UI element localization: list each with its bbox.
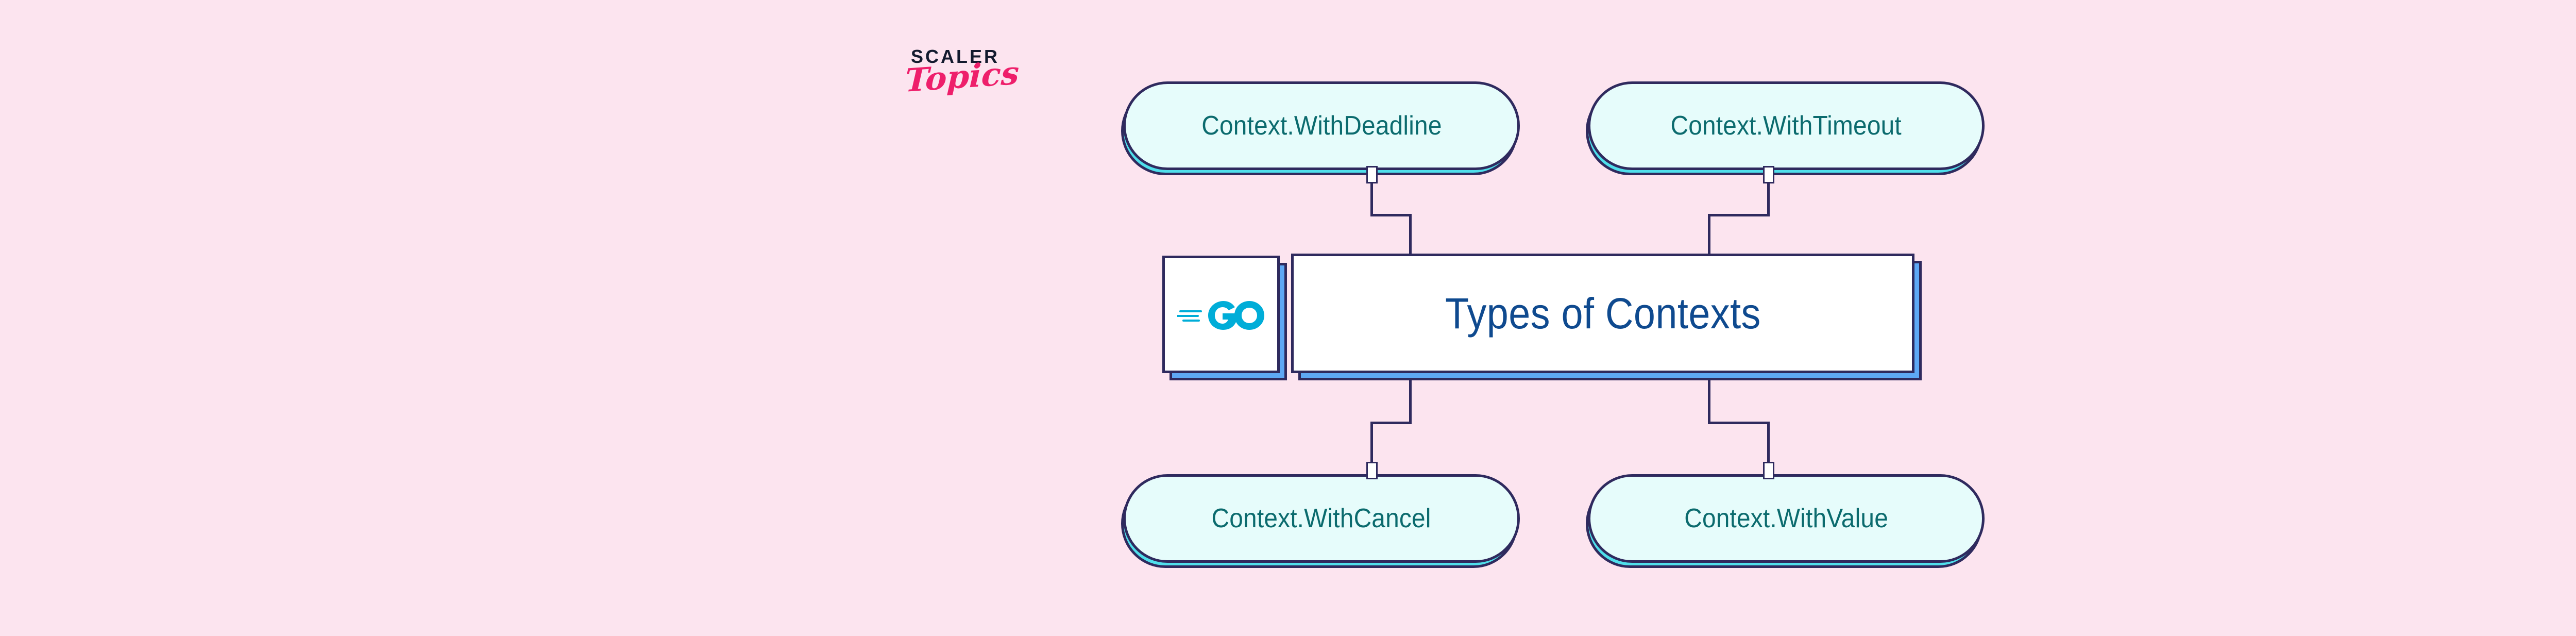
- connector-bottom-right-segment-1: [1708, 379, 1710, 423]
- node-body[interactable]: Context.WithDeadline: [1123, 81, 1520, 170]
- go-logo-box: [1162, 256, 1288, 380]
- go-gopher-icon: [1177, 301, 1264, 330]
- connector-bottom-right-segment-2: [1708, 422, 1770, 424]
- connector-top-left-segment-1: [1370, 170, 1373, 216]
- connector-top-left-segment-3: [1409, 214, 1412, 258]
- connector-bottom-left-segment-3: [1370, 422, 1373, 467]
- connector-top-right-segment-1: [1767, 170, 1770, 216]
- connector-port-with-deadline: [1366, 166, 1378, 183]
- node-with-deadline[interactable]: Context.WithDeadline: [1121, 81, 1520, 175]
- node-body[interactable]: Context.WithValue: [1588, 474, 1985, 563]
- node-label: Context.WithTimeout: [1670, 111, 1902, 141]
- node-body[interactable]: Context.WithCancel: [1123, 474, 1520, 563]
- connector-bottom-left-segment-1: [1409, 379, 1412, 423]
- brand-name-scaler: SCALER: [911, 46, 1000, 67]
- node-label: Context.WithDeadline: [1201, 111, 1442, 141]
- connector-bottom-left-segment-2: [1370, 422, 1412, 424]
- connector-top-right-segment-2: [1708, 214, 1770, 216]
- connector-top-left-segment-2: [1370, 214, 1412, 216]
- go-logo-box-body: [1162, 256, 1280, 373]
- scaler-topics-logo: SCALER Topics: [896, 41, 1051, 134]
- brand-name-topics: Topics: [904, 54, 1020, 99]
- node-label: Context.WithValue: [1684, 504, 1888, 533]
- node-body[interactable]: Context.WithTimeout: [1588, 81, 1985, 170]
- connector-top-right-segment-3: [1708, 214, 1710, 258]
- node-with-cancel[interactable]: Context.WithCancel: [1121, 474, 1520, 568]
- diagram-title: Types of Contexts: [1445, 289, 1761, 338]
- node-label: Context.WithCancel: [1211, 504, 1432, 533]
- connector-port-with-cancel: [1366, 462, 1378, 479]
- node-with-value[interactable]: Context.WithValue: [1586, 474, 1985, 568]
- title-box: Types of Contexts: [1291, 254, 1922, 380]
- connector-port-with-value: [1763, 462, 1774, 479]
- title-box-body: Types of Contexts: [1291, 254, 1914, 373]
- connector-port-with-timeout: [1763, 166, 1774, 183]
- connector-bottom-right-segment-3: [1767, 422, 1770, 467]
- node-with-timeout[interactable]: Context.WithTimeout: [1586, 81, 1985, 175]
